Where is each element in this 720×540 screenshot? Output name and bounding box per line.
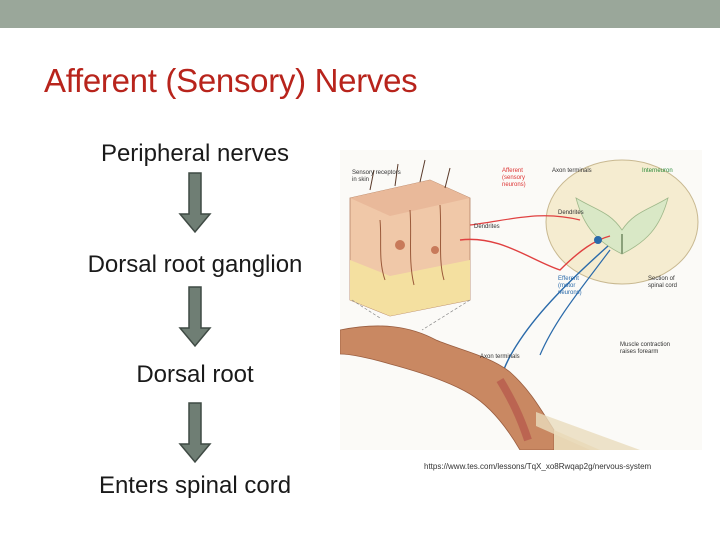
label-receptors: Sensory receptors	[352, 170, 401, 176]
label-dendrites-left: Dendrites	[474, 224, 500, 230]
label-afferent: Afferent	[502, 168, 523, 174]
flow-step-peripheral-nerves: Peripheral nerves	[100, 140, 290, 167]
sensory-pathway-illustration: Sensory receptors in skin Afferent (sens…	[340, 150, 702, 450]
label-efferent-2: (motor	[558, 283, 575, 289]
down-arrow-icon	[178, 286, 212, 348]
label-efferent-3: neurons)	[558, 290, 582, 296]
slide-title: Afferent (Sensory) Nerves	[44, 62, 418, 99]
label-axon-terminals-top: Axon terminals	[552, 168, 592, 174]
label-muscle: Muscle contraction	[620, 342, 670, 348]
label-axon-terminals-bottom: Axon terminals	[480, 354, 520, 360]
label-section-2: spinal cord	[648, 283, 677, 289]
label-section: Section of	[648, 276, 675, 282]
flow-step-dorsal-root: Dorsal root	[136, 361, 254, 388]
flow-step-enters-spinal-cord: Enters spinal cord	[98, 472, 292, 499]
label-afferent-2: (sensory	[502, 175, 525, 181]
label-afferent-3: neurons)	[502, 182, 526, 188]
label-interneuron: Interneuron	[642, 168, 673, 174]
image-source-caption: https://www.tes.com/lessons/TqX_xo8Rwqap…	[424, 462, 652, 471]
label-efferent: Efferent	[558, 276, 579, 282]
down-arrow-icon	[178, 172, 212, 234]
top-bar	[0, 0, 720, 28]
down-arrow-icon	[178, 402, 212, 464]
label-muscle-2: raises forearm	[620, 349, 658, 355]
label-receptors-2: in skin	[352, 177, 369, 183]
label-dendrites-right: Dendrites	[558, 210, 584, 216]
flow-step-dorsal-root-ganglion: Dorsal root ganglion	[87, 251, 303, 278]
